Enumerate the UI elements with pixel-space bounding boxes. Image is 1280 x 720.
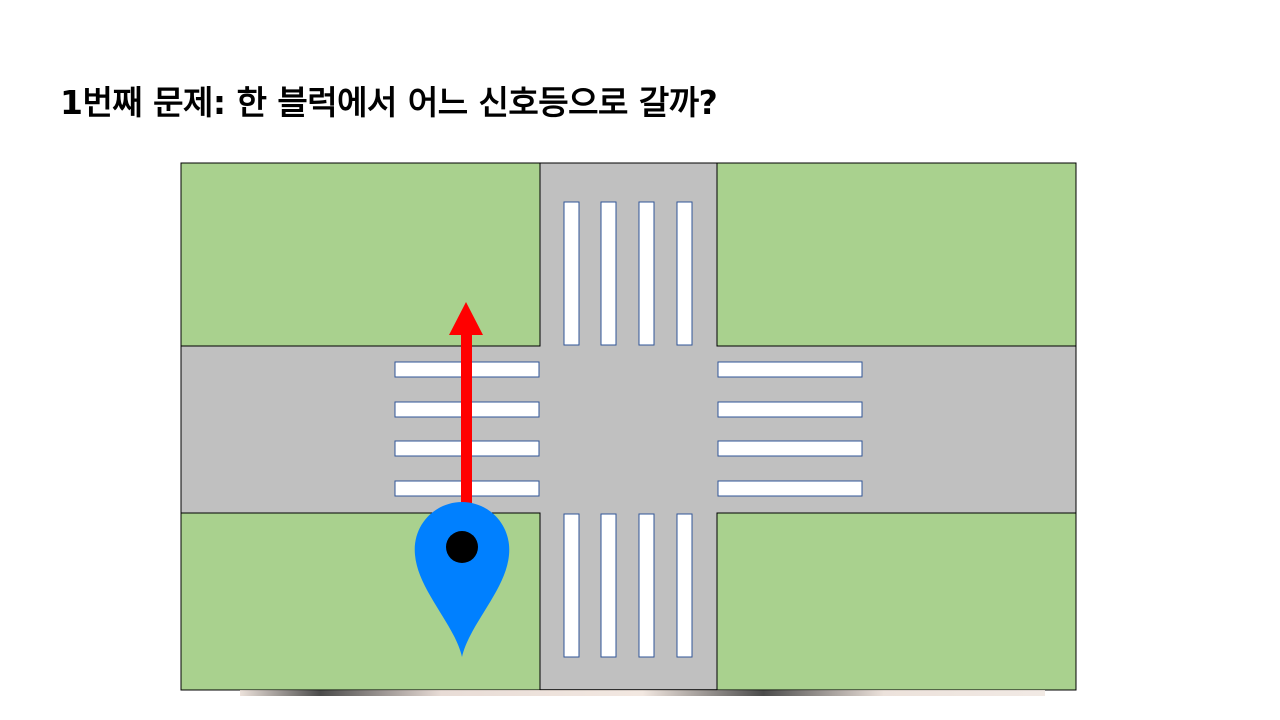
block-top-right [716, 162, 1077, 347]
bottom-shadow [240, 690, 1045, 696]
arrow-up-icon [449, 302, 483, 508]
crosswalk-south [563, 513, 693, 658]
block-bottom-right [716, 512, 1077, 691]
map-pin-icon [414, 502, 510, 657]
slide-title: 1번째 문제: 한 블럭에서 어느 신호등으로 갈까? [60, 83, 718, 122]
block-top-left [180, 162, 541, 347]
crosswalk-east [717, 361, 863, 497]
crosswalk-north [563, 201, 693, 346]
